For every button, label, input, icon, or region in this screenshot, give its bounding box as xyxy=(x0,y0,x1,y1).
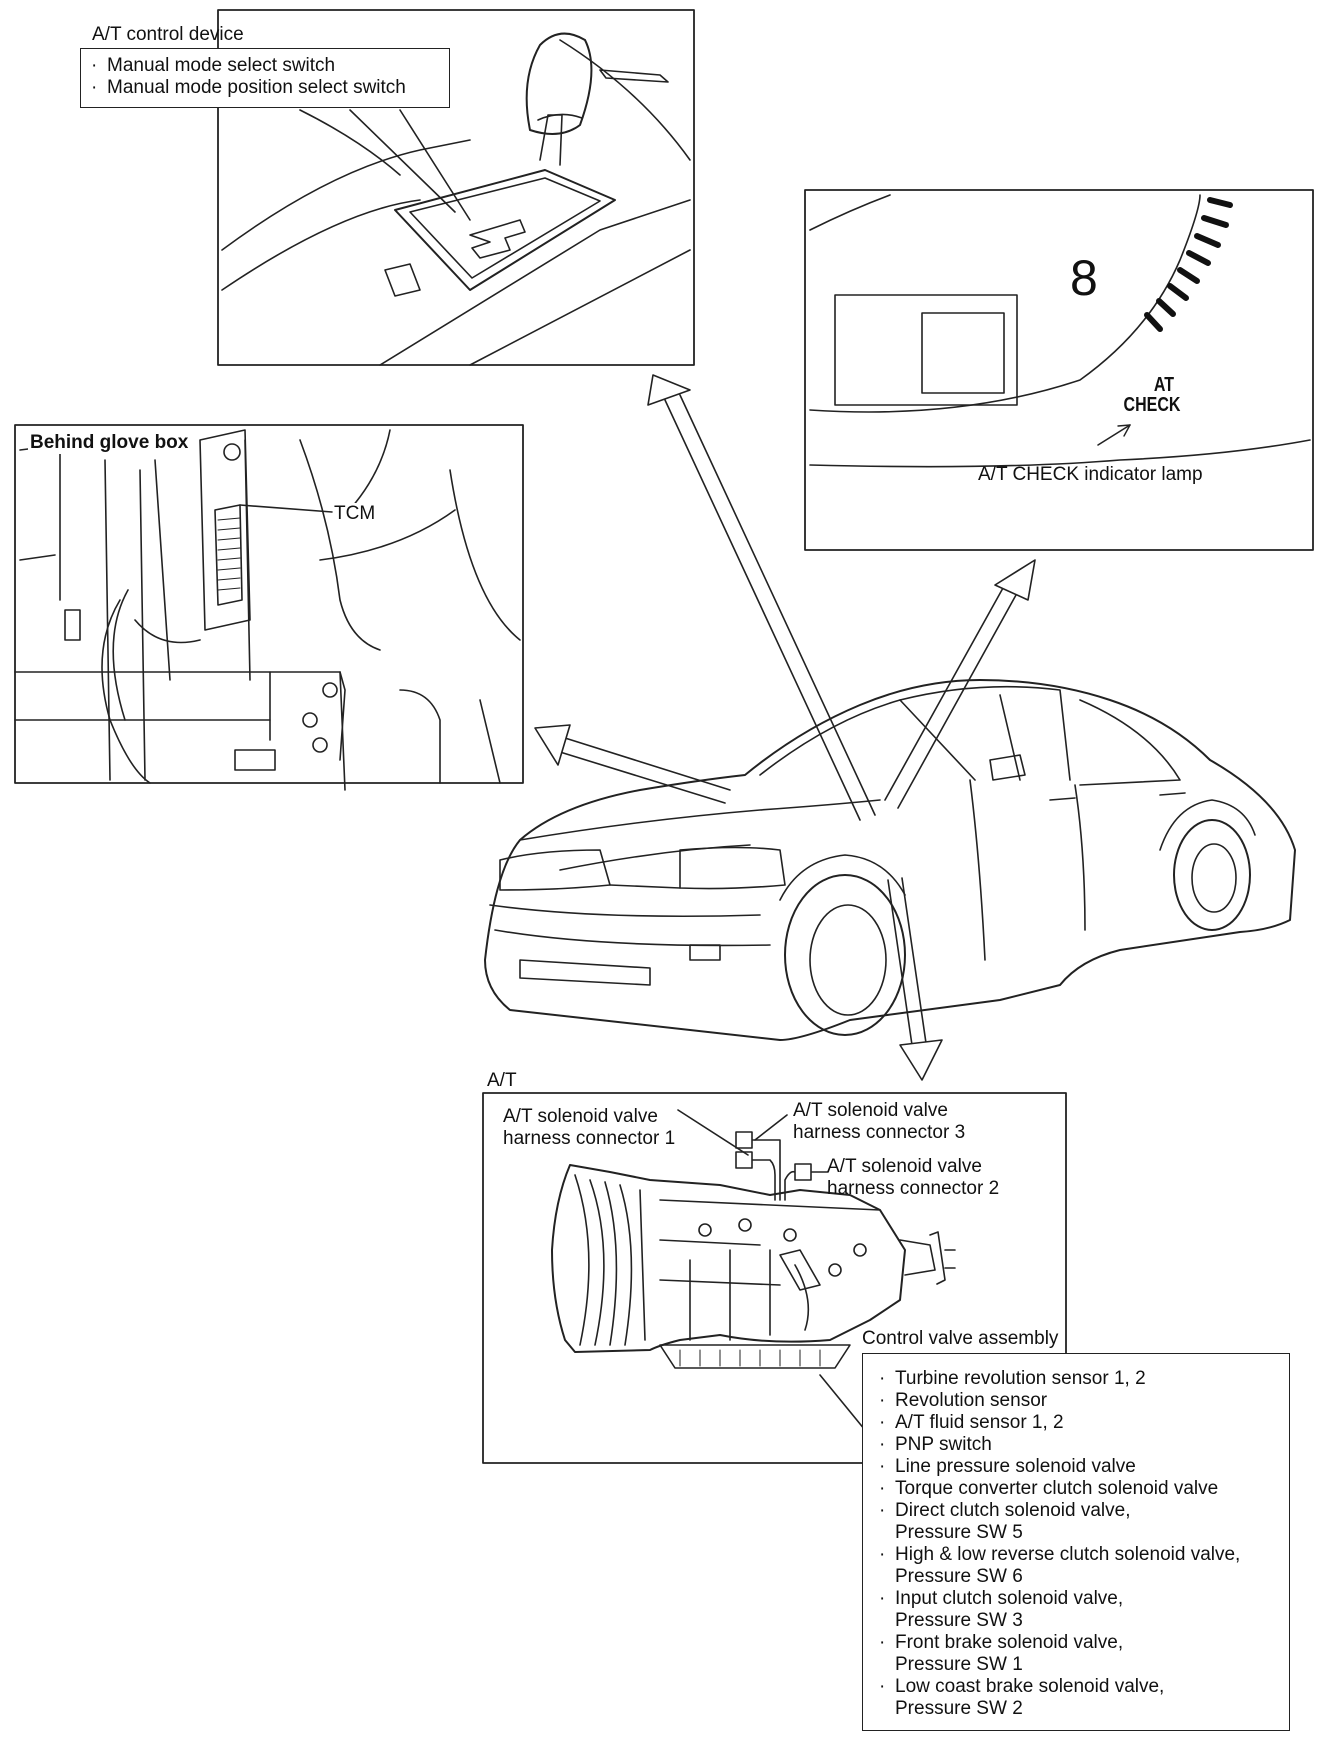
list-item: ·Manual mode select switch xyxy=(91,55,336,76)
at-control-device-list: ·Manual mode select switch ·Manual mode … xyxy=(91,55,406,99)
component-item: ·Input clutch solenoid valve, xyxy=(879,1588,1124,1609)
list-item: ·Manual mode position select switch xyxy=(91,77,406,98)
component-item: ·Revolution sensor xyxy=(879,1390,1048,1411)
at-check-indicator-label: A/T CHECK indicator lamp xyxy=(978,464,1203,485)
connector-3-line1: A/T solenoid valve xyxy=(793,1100,948,1121)
connector-2-label: A/T solenoid valve harness connector 2 xyxy=(827,1156,999,1200)
at-control-device-callout: ·Manual mode select switch ·Manual mode … xyxy=(80,48,450,108)
control-valve-assembly-label: Control valve assembly xyxy=(862,1328,1059,1349)
component-item: ·Low coast brake solenoid valve, xyxy=(879,1676,1165,1697)
component-item: ·A/T fluid sensor 1, 2 xyxy=(879,1412,1064,1433)
connector-3-label: A/T solenoid valve harness connector 3 xyxy=(793,1100,965,1144)
component-item: ·Front brake solenoid valve, xyxy=(879,1632,1124,1653)
glove-box-illustration xyxy=(14,424,524,791)
at-control-device-title: A/T control device xyxy=(92,24,244,45)
connector-3-line2: harness connector 3 xyxy=(793,1122,966,1143)
connector-1-label: A/T solenoid valve harness connector 1 xyxy=(503,1106,675,1150)
component-item: Pressure SW 2 xyxy=(895,1698,1023,1719)
at-title: A/T xyxy=(487,1070,517,1091)
connector-1-line2: harness connector 1 xyxy=(503,1128,676,1149)
connector-2-line1: A/T solenoid valve xyxy=(827,1156,982,1177)
tcm-label: TCM xyxy=(334,503,376,525)
component-item: Pressure SW 6 xyxy=(895,1566,1023,1587)
vehicle-illustration xyxy=(484,679,1296,1041)
meter-illustration xyxy=(804,189,1314,551)
callout-arrows xyxy=(534,374,1036,1081)
at-check-lamp-line2: CHECK xyxy=(1123,394,1181,416)
glove-box-title: Behind glove box xyxy=(28,432,191,454)
at-control-device-illustration xyxy=(217,9,695,366)
at-check-lamp-line1: AT xyxy=(1153,374,1175,396)
connector-2-line2: harness connector 2 xyxy=(827,1178,1000,1199)
component-item: Pressure SW 5 xyxy=(895,1522,1023,1543)
component-item: ·Direct clutch solenoid valve, xyxy=(879,1500,1131,1521)
connector-1-line1: A/T solenoid valve xyxy=(503,1106,658,1127)
at-transmission-illustration xyxy=(482,1092,1067,1464)
component-item: ·PNP switch xyxy=(879,1434,992,1455)
control-valve-components-box: ·Turbine revolution sensor 1, 2·Revoluti… xyxy=(862,1353,1290,1731)
control-valve-components-list: ·Turbine revolution sensor 1, 2·Revoluti… xyxy=(879,1368,1240,1720)
meter-digit: 8 xyxy=(1070,250,1098,306)
component-item: Pressure SW 3 xyxy=(895,1610,1023,1631)
component-item: ·Turbine revolution sensor 1, 2 xyxy=(879,1368,1146,1389)
component-item: ·High & low reverse clutch solenoid valv… xyxy=(879,1544,1241,1565)
component-item: ·Torque converter clutch solenoid valve xyxy=(879,1478,1219,1499)
component-item: ·Line pressure solenoid valve xyxy=(879,1456,1136,1477)
component-item: Pressure SW 1 xyxy=(895,1654,1023,1675)
